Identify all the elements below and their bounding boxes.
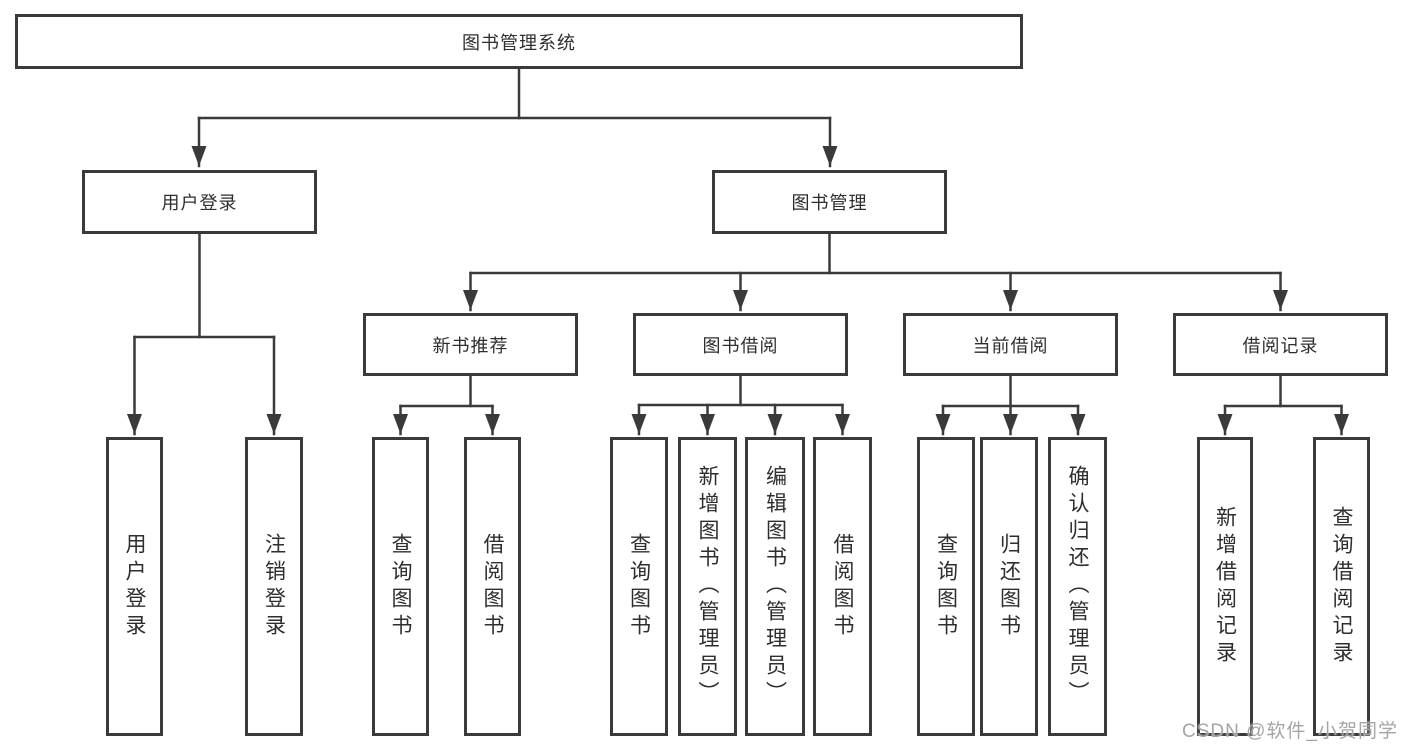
node-query-books-current: 查询图书 bbox=[917, 437, 975, 736]
node-borrowing-records: 借阅记录 bbox=[1173, 313, 1388, 376]
node-query-books-recommend: 查询图书 bbox=[372, 437, 429, 736]
node-new-book-recommendation: 新书推荐 bbox=[363, 313, 578, 376]
node-borrow-books-recommend: 借阅图书 bbox=[464, 437, 521, 736]
node-confirm-return-admin: 确认归还（管理员） bbox=[1048, 437, 1107, 736]
node-add-borrow-record: 新增借阅记录 bbox=[1197, 437, 1253, 736]
node-edit-books-admin: 编辑图书（管理员） bbox=[745, 437, 805, 736]
node-library-management-system: 图书管理系统 bbox=[15, 14, 1023, 69]
node-logout: 注销登录 bbox=[245, 437, 303, 736]
node-user-login-leaf: 用户登录 bbox=[106, 437, 163, 736]
watermark: CSDN @软件_小贺同学 bbox=[1182, 721, 1398, 742]
node-query-books-borrow: 查询图书 bbox=[610, 437, 668, 736]
node-current-borrowing: 当前借阅 bbox=[903, 313, 1118, 376]
node-book-management: 图书管理 bbox=[712, 170, 947, 234]
node-query-borrow-record: 查询借阅记录 bbox=[1313, 437, 1370, 736]
node-return-books: 归还图书 bbox=[980, 437, 1038, 736]
node-book-borrowing: 图书借阅 bbox=[633, 313, 848, 376]
node-borrow-books-leaf: 借阅图书 bbox=[813, 437, 872, 736]
node-add-books-admin: 新增图书（管理员） bbox=[678, 437, 737, 736]
node-user-login: 用户登录 bbox=[82, 170, 317, 234]
